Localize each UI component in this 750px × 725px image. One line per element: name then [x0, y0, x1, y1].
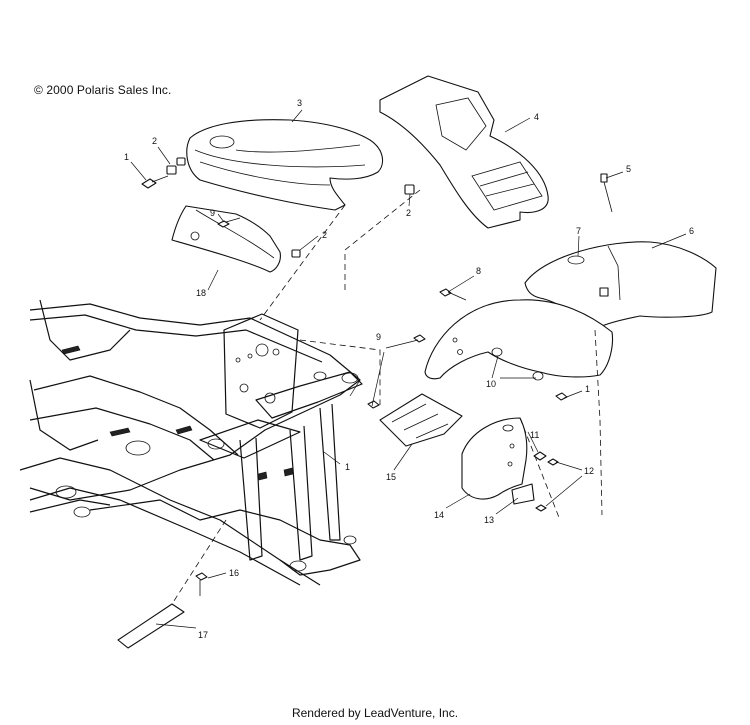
leader-lines [130, 109, 687, 629]
bracket-part-13 [511, 451, 559, 512]
callout-16: 16 [229, 568, 239, 578]
callout-13: 13 [484, 515, 494, 525]
callout-9: 9 [376, 332, 381, 342]
callout-18: 18 [196, 288, 206, 298]
clips-and-bolts-front [141, 157, 415, 258]
skid-plate-part-17 [117, 603, 185, 649]
assembly-lines [171, 189, 603, 605]
callout-1: 1 [124, 152, 129, 162]
callout-12: 12 [584, 466, 594, 476]
mudflap-part-14 [461, 417, 528, 500]
bracket-part-15 [379, 393, 463, 447]
callout-2: 2 [152, 136, 157, 146]
callout-1: 1 [345, 462, 350, 472]
callout-14: 14 [434, 510, 444, 520]
callout-9: 9 [210, 208, 215, 218]
callout-2: 2 [406, 208, 411, 218]
rear-fender-part-6 [524, 241, 717, 331]
callout-labels: 1 2 3 4 5 2 6 7 9 2 18 8 9 10 1 1 11 12 … [124, 98, 694, 640]
rack-cover-part-4 [379, 75, 549, 229]
front-cover-part-3 [186, 119, 384, 211]
callout-4: 4 [534, 112, 539, 122]
callout-8: 8 [476, 266, 481, 276]
callout-17: 17 [198, 630, 208, 640]
callout-10: 10 [486, 379, 496, 389]
rendered-by-footer: Rendered by LeadVenture, Inc. [291, 706, 459, 720]
callout-3: 3 [297, 98, 302, 108]
atv-frame [19, 299, 363, 586]
callout-7: 7 [576, 226, 581, 236]
copyright-notice: © 2000 Polaris Sales Inc. [34, 83, 172, 97]
callout-2: 2 [322, 230, 327, 240]
callout-5: 5 [626, 164, 631, 174]
front-lower-panel-part-18 [171, 205, 281, 273]
callout-15: 15 [386, 472, 396, 482]
callout-6: 6 [689, 226, 694, 236]
callout-1: 1 [585, 384, 590, 394]
callout-11: 11 [530, 430, 539, 440]
front-fender [424, 299, 614, 381]
